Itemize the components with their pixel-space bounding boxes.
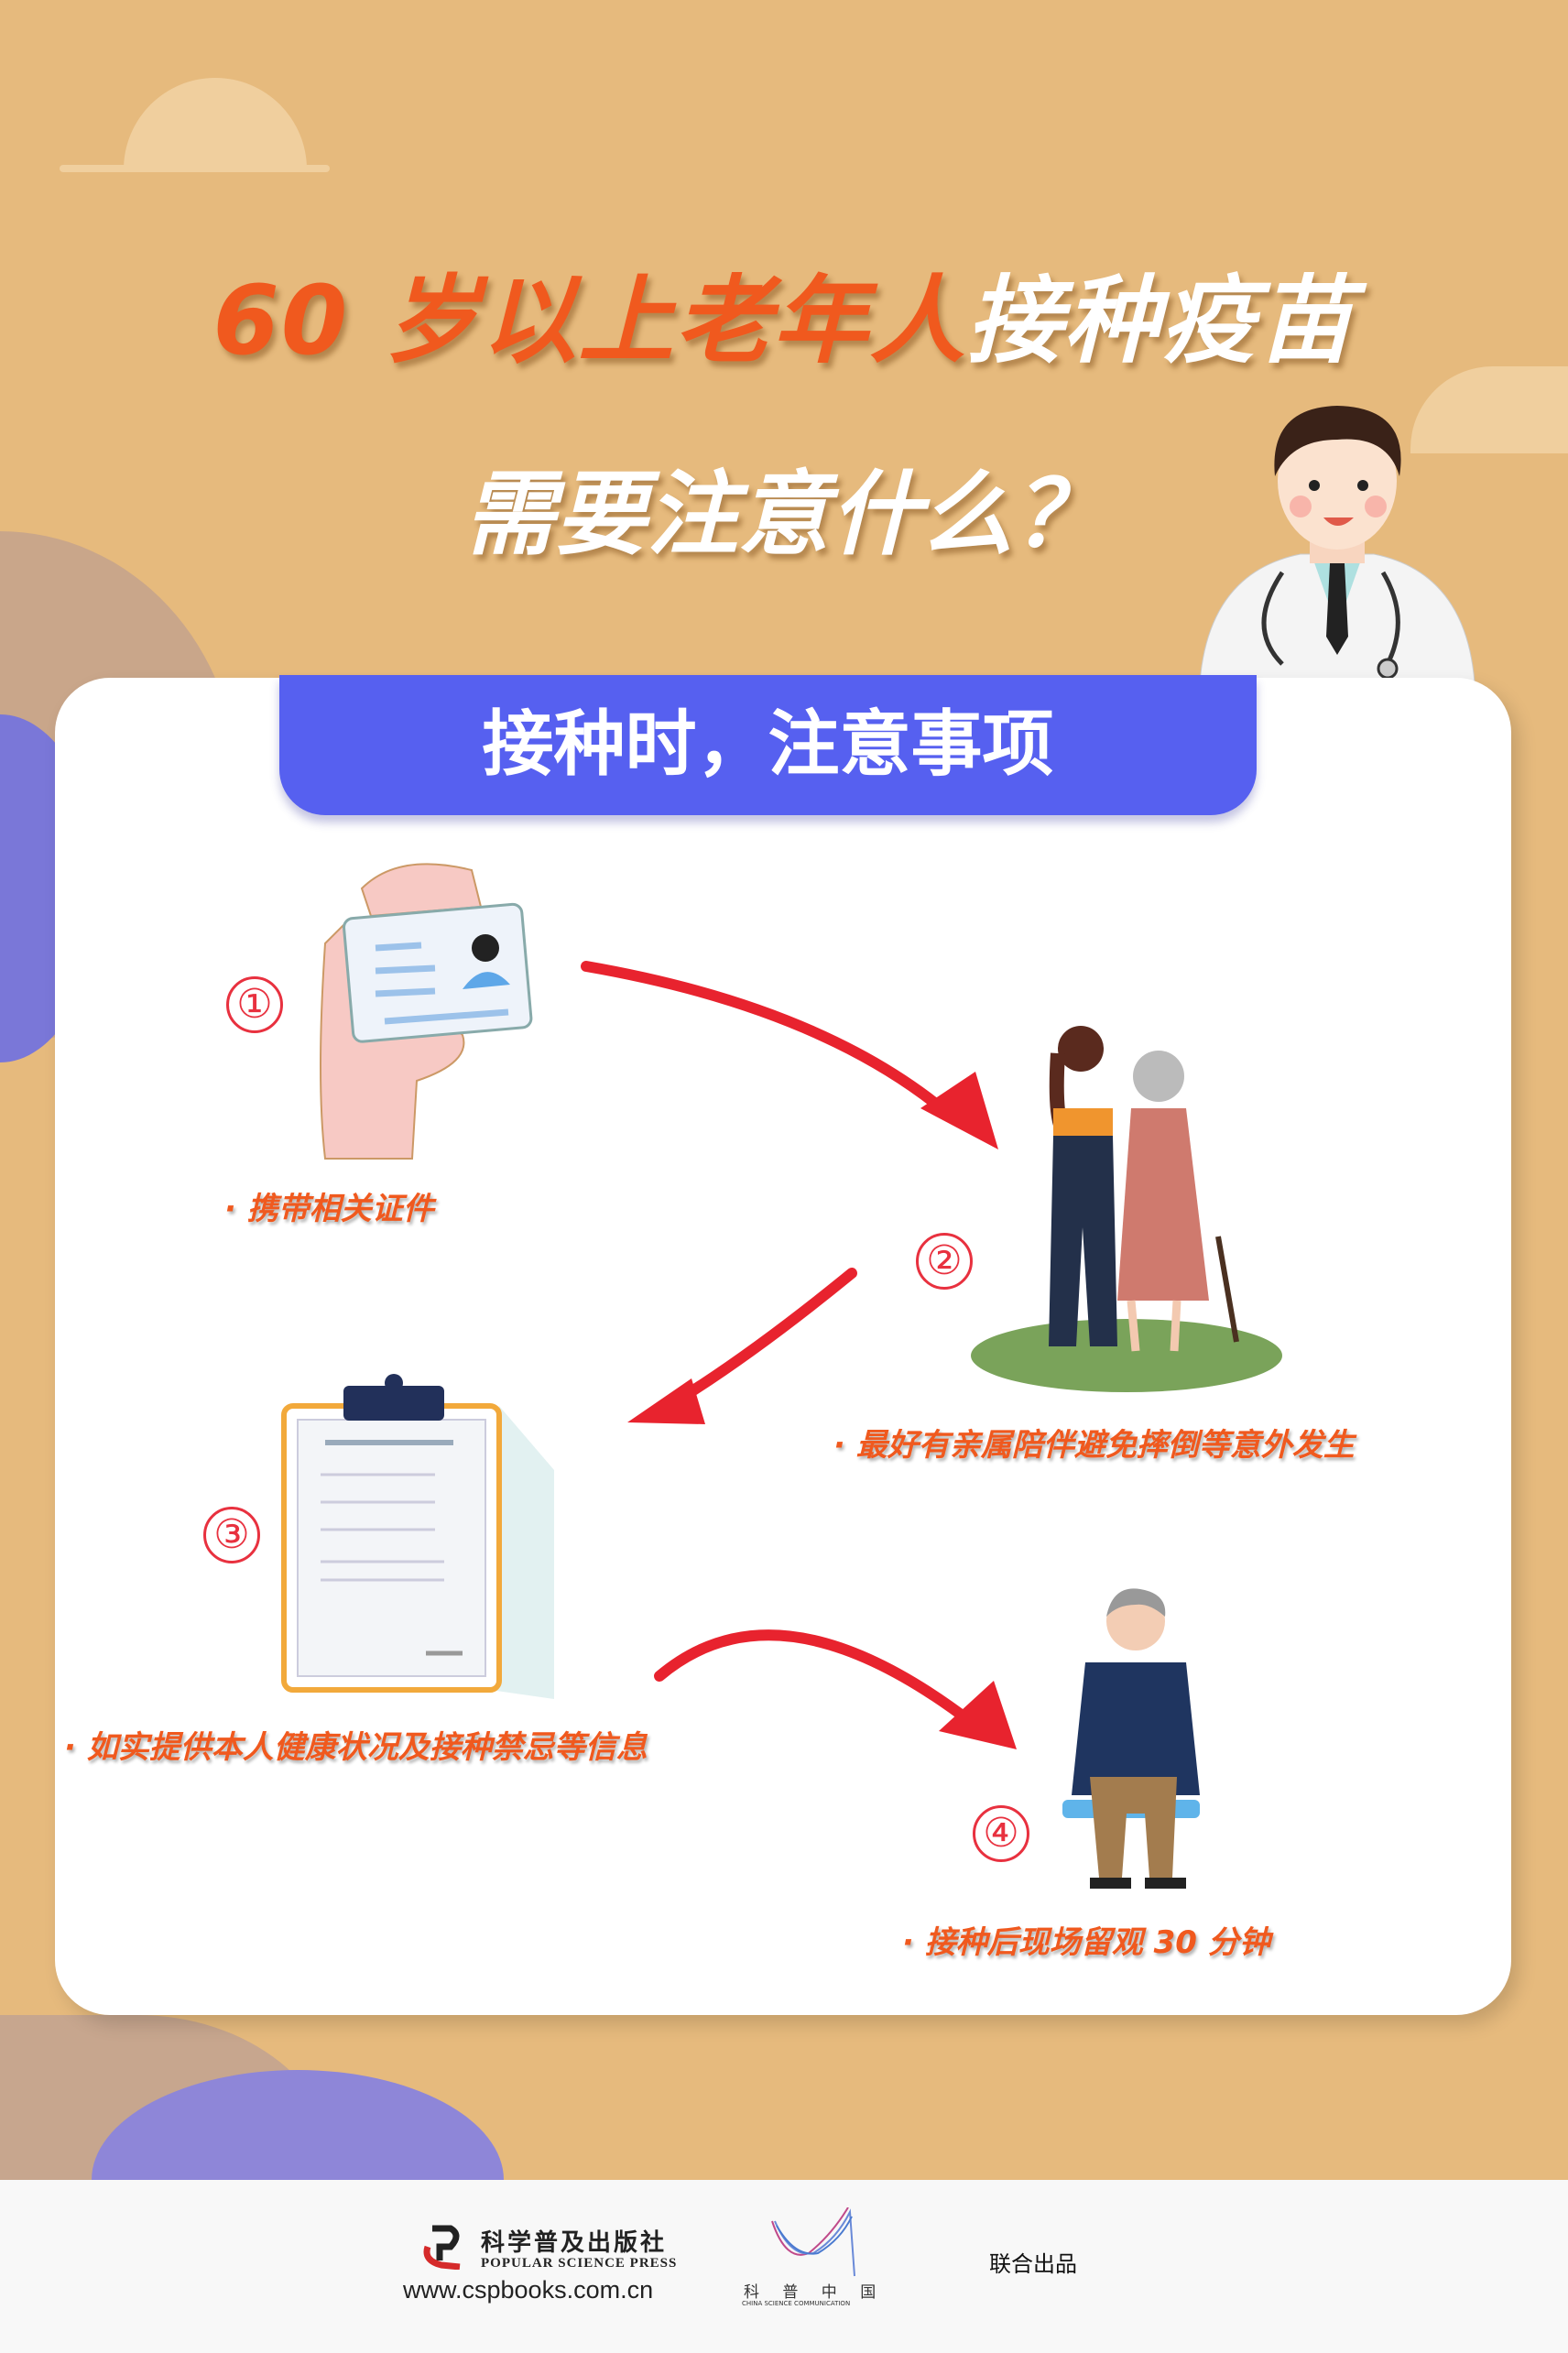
page-title: 60 岁以上老年人接种疫苗: [0, 243, 1568, 381]
page-subtitle: 需要注意什么？: [463, 461, 1105, 568]
step-label-2: · 最好有亲属陪伴避免摔倒等意外发生: [833, 1427, 1355, 1464]
title-highlight: 60 岁以上老年人: [212, 265, 967, 376]
logo2-name-cn: 科 普 中 国: [744, 2283, 886, 2302]
publisher-name-en: POPULAR SCIENCE PRESS: [481, 2256, 678, 2271]
seated-elder-illustration: [1062, 1588, 1200, 1889]
doctor-illustration: [1199, 406, 1475, 682]
arrow-head: [939, 1681, 1017, 1749]
publisher-name-cn: 科学普及出版社: [481, 2229, 668, 2257]
publisher-url[interactable]: www.cspbooks.com.cn: [403, 2276, 654, 2304]
logo2-name-en: CHINA SCIENCE COMMUNICATION: [742, 2300, 851, 2307]
china-science-communication-logo-icon: [771, 2207, 855, 2277]
step-number-2: ②: [916, 1233, 973, 1290]
step-label-4: · 接种后现场留观 30 分钟: [902, 1924, 1270, 1961]
step-label-1: · 携带相关证件: [224, 1191, 434, 1227]
popular-science-press-logo-icon: [423, 2225, 461, 2270]
flow-arrows: [581, 961, 1017, 1749]
arrow-3-to-4: [654, 1629, 976, 1727]
footer: 科学普及出版社 POPULAR SCIENCE PRESS www.cspboo…: [0, 2180, 1568, 2353]
step-number-3: ③: [203, 1507, 260, 1563]
arrow-head: [920, 1072, 998, 1149]
cloud-base: [60, 165, 330, 172]
id-card-hand-illustration: [320, 863, 533, 1160]
title-rest: 接种疫苗: [966, 265, 1356, 376]
family-companion-illustration: [971, 1026, 1282, 1392]
step-label-3: · 如实提供本人健康状况及接种禁忌等信息: [64, 1729, 648, 1766]
step-number-4: ④: [973, 1805, 1029, 1862]
section-banner: 接种时，注意事项: [279, 675, 1257, 815]
arrow-1-to-2: [581, 961, 958, 1123]
clipboard-illustration: [281, 1374, 554, 1699]
arrow-head: [627, 1378, 705, 1424]
joint-production-label: 联合出品: [989, 2251, 1077, 2277]
step-number-1: ①: [226, 976, 283, 1033]
arrow-2-to-3: [663, 1268, 857, 1411]
